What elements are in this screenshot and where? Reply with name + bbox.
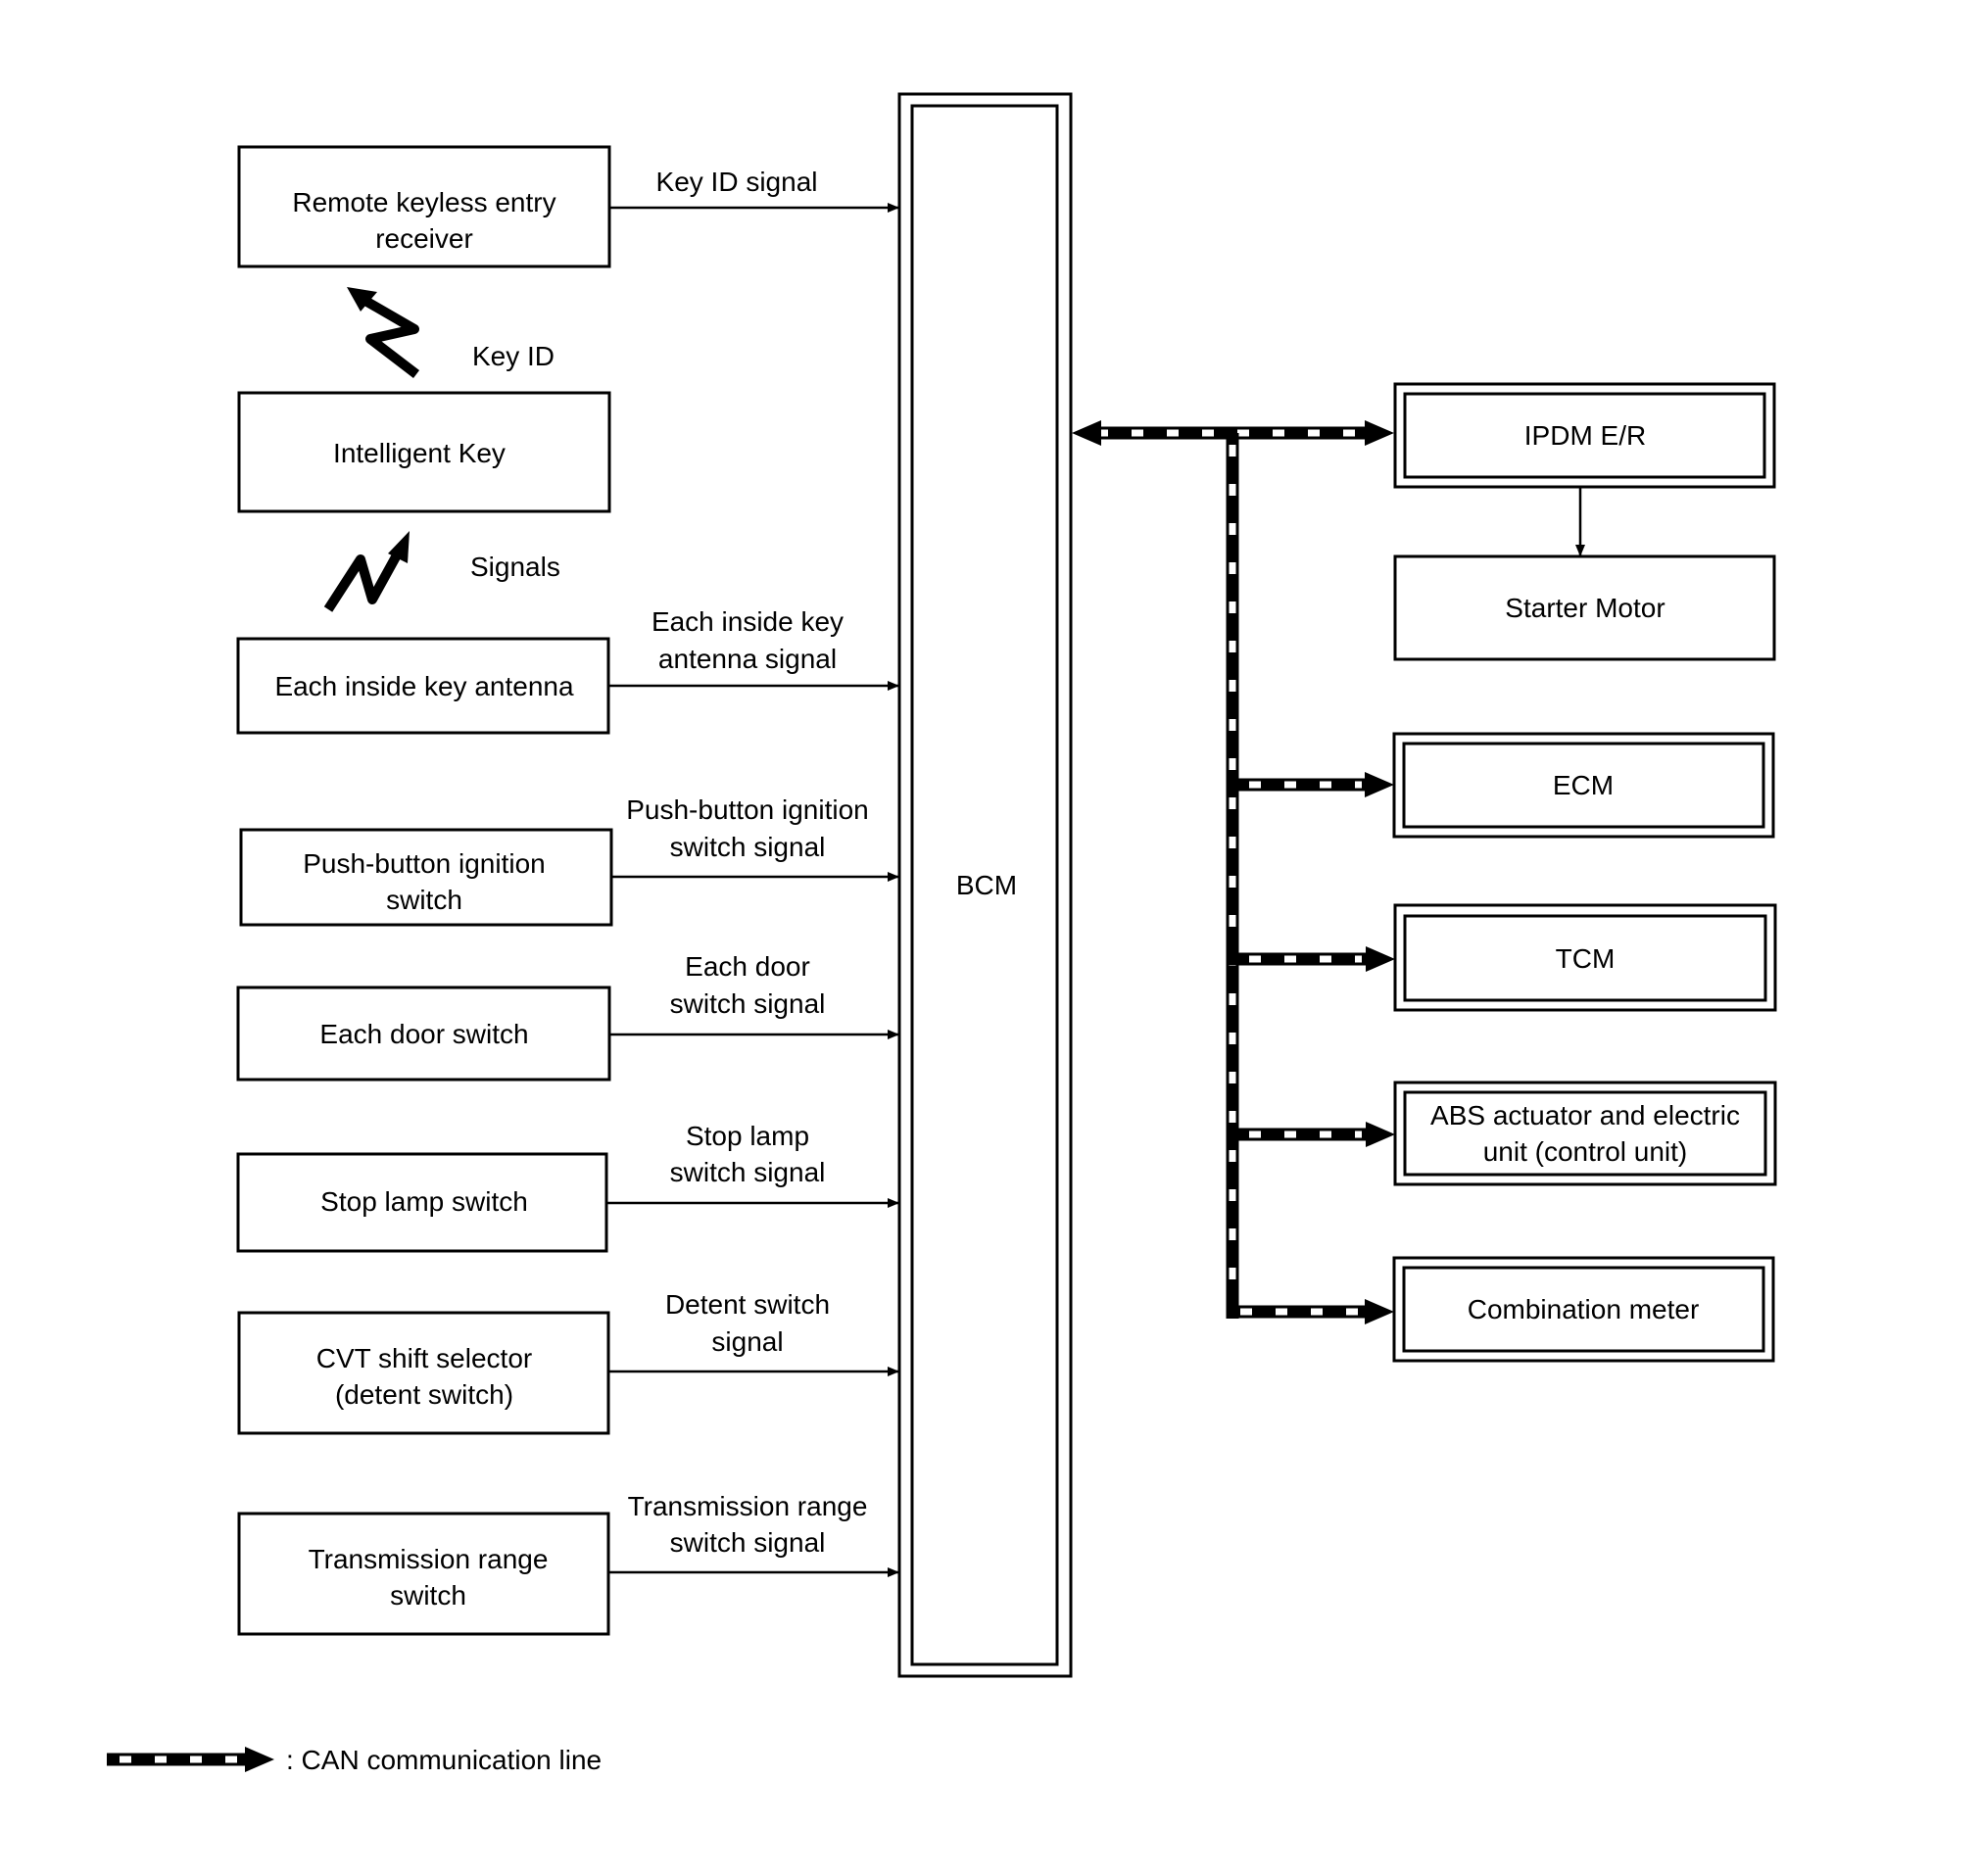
can-arrow-tcm	[1366, 946, 1395, 972]
can-node-abs: ABS actuator and electric unit (control …	[1393, 1081, 1777, 1186]
wireless-signals-icon: Signals	[323, 531, 560, 612]
can-arrow-ipdm	[1365, 420, 1394, 446]
starter-motor-box: Starter Motor	[1393, 554, 1776, 661]
node-text-line: IPDM E/R	[1524, 420, 1646, 451]
input-box-stop-lamp: Stop lamp switch	[236, 1152, 608, 1253]
box-text-line: Intelligent Key	[333, 438, 506, 468]
signal-label-cvt: signal	[711, 1326, 783, 1357]
input-box-cvt: CVT shift selector (detent switch)	[237, 1311, 610, 1435]
node-text-line: Starter Motor	[1505, 593, 1665, 623]
signal-label-cvt: Detent switch	[665, 1289, 830, 1320]
legend-label: : CAN communication line	[286, 1745, 602, 1775]
can-node-ipdm: IPDM E/R	[1393, 382, 1776, 489]
box-text-line: switch	[390, 1580, 466, 1611]
can-node-combination-meter: Combination meter	[1392, 1256, 1775, 1363]
input-box-door: Each door switch	[236, 986, 611, 1082]
box-text-line: (detent switch)	[335, 1379, 513, 1410]
box-text-line: Stop lamp switch	[320, 1186, 528, 1217]
bcm-label: BCM	[956, 870, 1017, 900]
box-text-line: Each inside key antenna	[274, 671, 574, 701]
signal-label-rke: Key ID signal	[656, 167, 818, 197]
box-text-line: switch	[386, 885, 462, 915]
node-text-line: Combination meter	[1468, 1294, 1700, 1324]
box-text-line: receiver	[375, 223, 473, 254]
input-box-antenna: Each inside key antenna	[236, 637, 610, 735]
can-node-tcm: TCM	[1393, 903, 1777, 1012]
bcm-block: BCM	[897, 92, 1073, 1678]
input-box-intelligent-key: Intelligent Key	[237, 391, 611, 513]
signal-label-stop-lamp: switch signal	[670, 1157, 826, 1187]
signal-label-antenna: antenna signal	[658, 644, 837, 674]
can-node-ecm: ECM	[1392, 732, 1775, 839]
input-box-push-button: Push-button ignition switch	[239, 828, 613, 927]
signal-label-push-button: Push-button ignition	[626, 794, 869, 825]
signal-label-stop-lamp: Stop lamp	[686, 1121, 809, 1151]
input-box-trans-range: Transmission range switch	[237, 1512, 610, 1636]
box-text-line: CVT shift selector	[316, 1343, 532, 1373]
box-text-line: Remote keyless entry	[292, 187, 555, 217]
signal-label-trans-range: Transmission range	[628, 1491, 868, 1521]
node-text-line: unit (control unit)	[1483, 1136, 1688, 1167]
can-arrow-bcm	[1072, 420, 1101, 446]
legend-arrow-icon	[245, 1747, 274, 1772]
signal-label-push-button: switch signal	[670, 832, 826, 862]
can-arrow-ecm	[1365, 772, 1394, 797]
node-text-line: ABS actuator and electric	[1430, 1100, 1740, 1130]
bcm-inner-border	[910, 104, 1059, 1666]
box-text-line: Push-button ignition	[303, 848, 546, 879]
signal-label-trans-range: switch signal	[670, 1527, 826, 1558]
wireless-label-key-id: Key ID	[472, 341, 555, 371]
can-arrow-abs	[1366, 1122, 1395, 1147]
node-text-line: ECM	[1553, 770, 1614, 800]
signal-lines	[606, 208, 899, 1572]
signal-label-door: Each door	[685, 951, 810, 982]
box-text-line: Transmission range	[309, 1544, 549, 1574]
signal-labels: Key ID signal Each inside key antenna si…	[626, 167, 869, 1558]
input-box-rke: Remote keyless entry receiver	[237, 145, 611, 268]
node-text-line: TCM	[1556, 943, 1616, 974]
can-bus	[1072, 420, 1395, 1324]
signal-label-antenna: Each inside key	[652, 606, 844, 637]
box-text-line: Each door switch	[319, 1019, 528, 1049]
wireless-label-signals: Signals	[470, 552, 560, 582]
signal-label-door: switch signal	[670, 988, 826, 1019]
can-arrow-combination-meter	[1365, 1299, 1394, 1324]
wireless-key-id-icon: Key ID	[347, 287, 555, 378]
legend: : CAN communication line	[107, 1745, 602, 1775]
